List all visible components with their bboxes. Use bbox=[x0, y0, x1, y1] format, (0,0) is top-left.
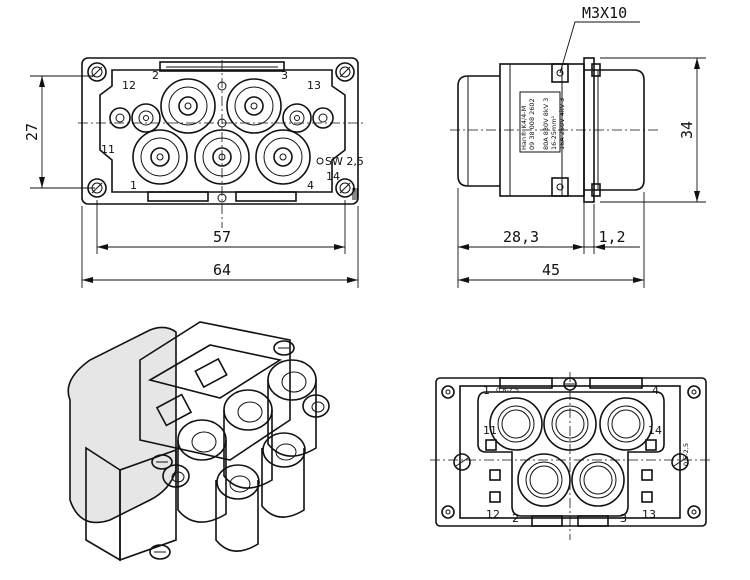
front-pin-label: 1 bbox=[130, 179, 137, 192]
front-view: 12 2 3 13 11 1 4 14 SW 2,5 27 57 bbox=[23, 57, 365, 288]
rear-pin-label: 11 bbox=[483, 424, 497, 437]
rear-screw-tr bbox=[687, 385, 701, 399]
screw-callout: M3X10 bbox=[582, 4, 627, 22]
front-pin-label: 13 bbox=[307, 79, 321, 92]
rear-screw-bl bbox=[441, 505, 455, 519]
dim-text: 34 bbox=[678, 121, 696, 139]
aux-contact-far-left bbox=[109, 107, 131, 129]
dimension-width-64: 64 bbox=[81, 206, 359, 288]
iso-aux-contact bbox=[162, 464, 190, 488]
rear-aux-13a bbox=[641, 469, 653, 481]
bottom-latch-right bbox=[235, 191, 297, 202]
rear-contact-outline bbox=[477, 391, 665, 517]
dimension-height-34: 34 bbox=[600, 57, 706, 203]
mating-face bbox=[584, 69, 645, 191]
top-latch bbox=[159, 61, 285, 72]
front-pin-label: 3 bbox=[281, 69, 288, 82]
iso-rear-body bbox=[67, 326, 177, 524]
rear-wire-range: 0,5-2,5 bbox=[682, 443, 690, 466]
marking-line: 16-25mm² bbox=[550, 115, 558, 150]
flange-outline bbox=[81, 57, 359, 205]
rear-pin-label: 2 bbox=[512, 512, 519, 525]
rear-screw-br bbox=[687, 505, 701, 519]
corner-screw-tr bbox=[335, 62, 355, 82]
iso-screw bbox=[149, 544, 171, 560]
rear-pin-label: 14 bbox=[648, 424, 662, 437]
power-contact-3 bbox=[226, 78, 282, 134]
aux-contact-right bbox=[282, 103, 312, 133]
rear-wire-range: 0,8-2,5 bbox=[496, 386, 519, 394]
rear-body bbox=[459, 385, 681, 519]
rear-contact-1 bbox=[489, 397, 543, 451]
corner-screw-tl bbox=[87, 62, 107, 82]
side-flange bbox=[583, 57, 595, 203]
marking-line: 16A 250V 4kV 3 bbox=[558, 98, 566, 150]
corner-screw-br bbox=[335, 178, 355, 198]
front-pin-label: 2 bbox=[152, 69, 159, 82]
rear-flange bbox=[435, 377, 707, 527]
dim-text: 28,3 bbox=[503, 228, 539, 246]
rear-screw-tl bbox=[441, 385, 455, 399]
rear-contact-4 bbox=[599, 397, 653, 451]
dim-text: 57 bbox=[213, 228, 231, 246]
rear-aux-12 bbox=[489, 491, 501, 503]
iso-contact bbox=[215, 464, 260, 552]
rear-contact-2 bbox=[517, 453, 571, 507]
iso-screw bbox=[151, 454, 173, 470]
side-view: Han® K4/4-M 09 38 008 2602 80A 830V 8kV … bbox=[450, 4, 706, 288]
iso-housing bbox=[139, 321, 291, 461]
wrench-size-label: SW 2,5 bbox=[325, 155, 364, 168]
dim-text: 64 bbox=[213, 261, 231, 279]
rear-housing bbox=[457, 75, 500, 187]
iso-contact bbox=[177, 419, 227, 523]
dimension-offset: 1,2 bbox=[584, 204, 640, 254]
iso-screw bbox=[273, 340, 295, 356]
iso-contact bbox=[267, 359, 317, 457]
rear-pin-label: 3 bbox=[620, 512, 627, 525]
rear-aux-14 bbox=[645, 439, 657, 451]
rear-aux-12a bbox=[489, 469, 501, 481]
rear-view: 1 4 11 14 12 2 3 13 0,8-2,5 0,5-2,5 bbox=[430, 372, 712, 540]
screw-leader bbox=[559, 21, 640, 74]
dimension-height-27: 27 bbox=[23, 75, 95, 189]
dimension-width-57: 57 bbox=[96, 200, 346, 254]
rear-pin-label: 13 bbox=[642, 508, 656, 521]
front-pin-label: 11 bbox=[101, 143, 115, 156]
front-pin-label: 12 bbox=[122, 79, 136, 92]
dim-text: 1,2 bbox=[598, 228, 625, 246]
screw-top bbox=[551, 63, 569, 83]
aux-contact-left bbox=[131, 103, 161, 133]
rear-contact-center bbox=[543, 397, 597, 451]
power-contact-4 bbox=[255, 129, 311, 185]
rear-aux-11 bbox=[485, 439, 497, 451]
dim-text: 45 bbox=[542, 261, 560, 279]
marking-line: Han® K4/4-M bbox=[520, 106, 528, 150]
bottom-latch-left bbox=[147, 191, 209, 202]
power-contact-center bbox=[194, 129, 250, 185]
dim-text: 27 bbox=[23, 123, 41, 141]
aux-contact-far-right bbox=[312, 107, 334, 129]
rear-pin-label: 4 bbox=[652, 384, 659, 397]
marking-line: 80A 830V 8kV 3 bbox=[542, 98, 550, 150]
rear-pin-label: 1 bbox=[483, 384, 490, 397]
power-contact-1 bbox=[132, 129, 188, 185]
front-pin-label: 14 bbox=[326, 170, 340, 183]
front-pin-label: 4 bbox=[307, 179, 314, 192]
rear-aux-13 bbox=[641, 491, 653, 503]
isometric-view bbox=[67, 321, 330, 562]
dimension-depth: 28,3 bbox=[457, 188, 585, 288]
screw-bottom bbox=[551, 177, 569, 197]
rear-pin-label: 12 bbox=[486, 508, 500, 521]
iso-aux-contact bbox=[302, 394, 330, 418]
marking-line: 09 38 008 2602 bbox=[528, 98, 536, 150]
rear-contact-3 bbox=[571, 453, 625, 507]
dimension-length: 45 bbox=[458, 192, 645, 288]
insert-body bbox=[99, 69, 346, 193]
iso-contact bbox=[223, 389, 273, 489]
power-contact-2 bbox=[160, 78, 216, 134]
marking-label bbox=[519, 91, 561, 153]
iso-contact bbox=[261, 432, 306, 518]
